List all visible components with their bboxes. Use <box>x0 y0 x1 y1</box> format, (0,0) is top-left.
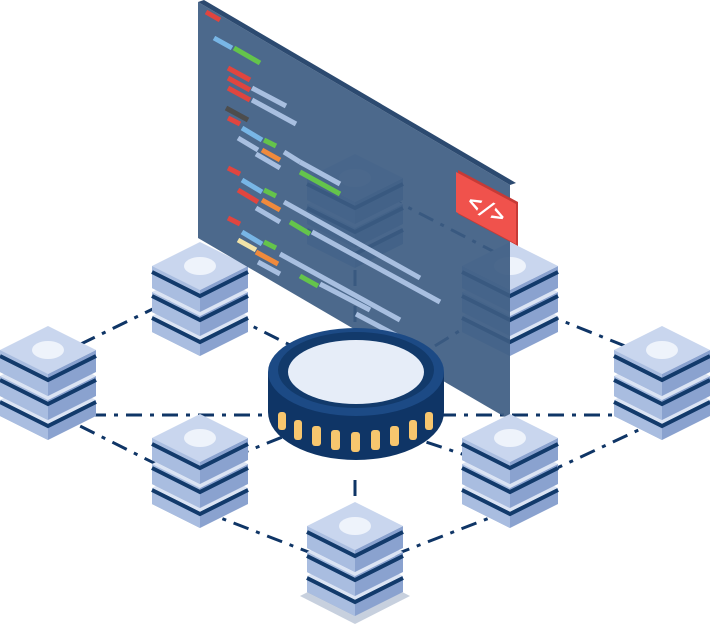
server-node-bottom <box>300 500 410 624</box>
hub-slots <box>278 412 433 452</box>
server-node-mid-left <box>150 412 250 530</box>
code-panel: </> <box>198 0 518 420</box>
database-coin-icon <box>268 328 444 460</box>
server-node-far-left <box>0 324 98 442</box>
server-node-far-right <box>612 324 710 442</box>
code-lines <box>204 9 442 351</box>
code-panel-screen <box>198 2 510 420</box>
server-node-top-left <box>150 240 250 358</box>
code-badge: </> <box>456 170 518 246</box>
server-node-mid-right <box>460 412 560 530</box>
